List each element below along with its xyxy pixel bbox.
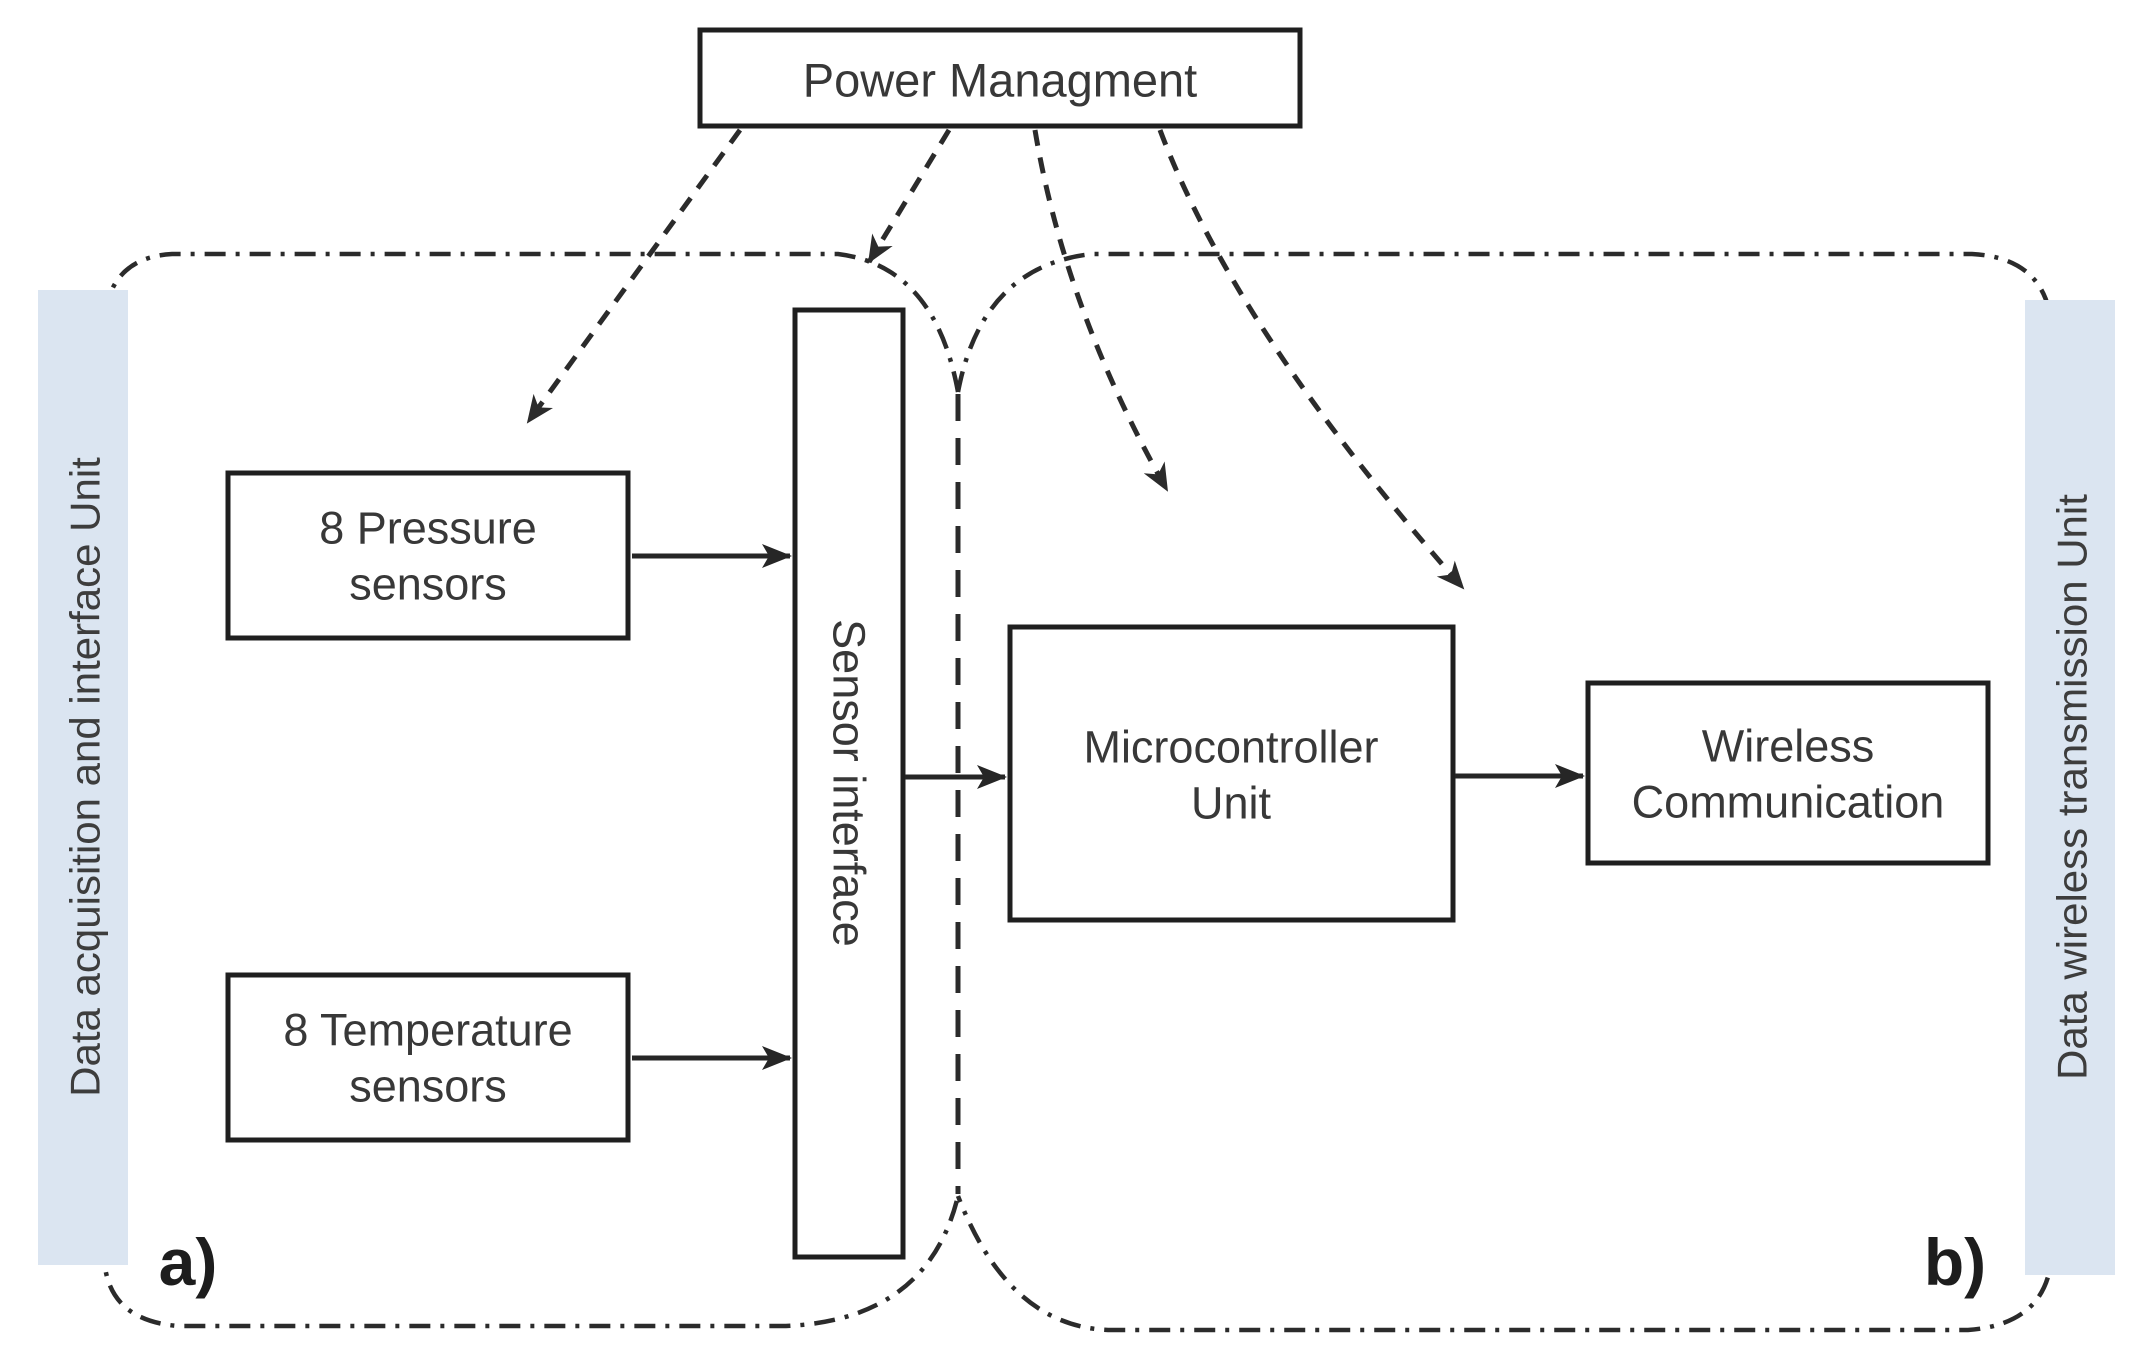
- wireless-communication-box: [1585, 680, 1991, 866]
- microcontroller-unit-box: [1007, 624, 1456, 923]
- data-acquisition-unit-bar: [38, 290, 128, 1265]
- power-management-box: [697, 27, 1303, 129]
- sensor-interface-label: Sensor interface: [824, 619, 875, 947]
- sensor-interface-box: [792, 307, 906, 1260]
- microcontroller-unit-label-line1: Microcontroller: [1083, 722, 1378, 773]
- power-to-sensors-arrow: [525, 128, 743, 424]
- wireless-communication-label-line2: Communication: [1632, 777, 1945, 828]
- wireless-communication-label-line1: Wireless: [1702, 721, 1875, 772]
- temperature-sensors-label-line2: sensors: [349, 1061, 507, 1112]
- data-acquisition-unit-label: Data acquisition and interface Unit: [62, 457, 109, 1097]
- power-management-label: Power Managment: [803, 54, 1197, 107]
- microcontroller-unit-label-line2: Unit: [1191, 778, 1272, 829]
- power-to-wireless-arrow: [1157, 129, 1465, 590]
- temperature-sensors-label-line1: 8 Temperature: [283, 1005, 572, 1056]
- power-to-mcu-arrow: [1032, 129, 1170, 492]
- data-wireless-unit-bar: [2025, 300, 2115, 1275]
- power-to-sensor-interface-arrow: [866, 128, 952, 264]
- data-wireless-unit-label: Data wireless transmission Unit: [2049, 494, 2096, 1080]
- pressure-sensors-label-line2: sensors: [349, 559, 507, 610]
- pressure-sensors-box: [225, 470, 631, 641]
- section-b-label: b): [1924, 1225, 1986, 1299]
- pressure-sensors-label-line1: 8 Pressure: [319, 503, 537, 554]
- temperature-sensors-box: [225, 972, 631, 1143]
- section-a-label: a): [159, 1225, 218, 1299]
